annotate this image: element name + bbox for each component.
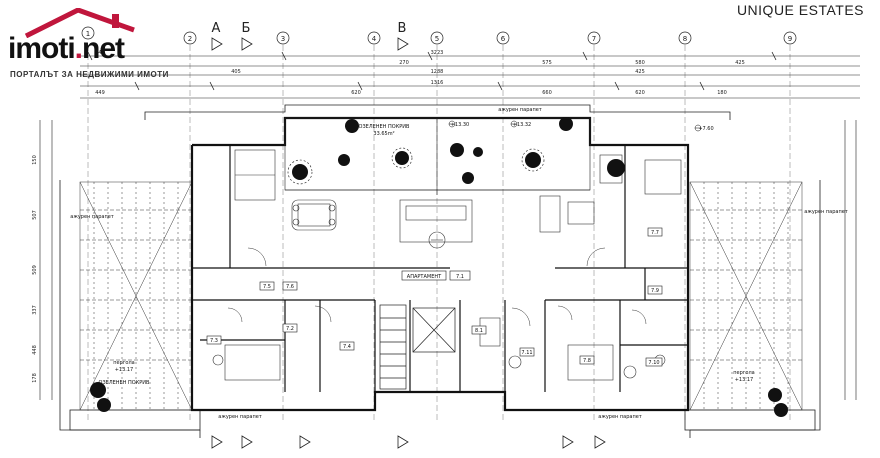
room-label: 7.2 bbox=[286, 326, 294, 332]
dim-text: 270 bbox=[399, 60, 409, 66]
axis-label-5: 5 bbox=[435, 35, 439, 43]
axis-label-9: 9 bbox=[788, 35, 792, 43]
apartment-label: АПАРТАМЕНТ bbox=[407, 274, 442, 280]
pergola-area-right: +13.17 bbox=[735, 377, 754, 383]
room-label: 7.7 bbox=[651, 230, 659, 236]
parapet-label-left: ажурен парапет bbox=[70, 214, 114, 220]
axis-label-2: 2 bbox=[188, 35, 192, 43]
green-roof-area: 33.65m² bbox=[373, 131, 394, 137]
room-label: 7.9 bbox=[651, 288, 659, 294]
apartment-number: 7.1 bbox=[456, 274, 464, 280]
section-label-v: В bbox=[398, 21, 407, 36]
dim-text: 449 bbox=[95, 90, 105, 96]
side-dim-text: 150 bbox=[32, 155, 38, 165]
axis-label-1: 1 bbox=[86, 30, 90, 38]
axis-label-7: 7 bbox=[592, 35, 596, 43]
dim-text: 580 bbox=[635, 60, 645, 66]
side-dim-text: 507 bbox=[32, 210, 38, 220]
side-dim-text: 448 bbox=[32, 345, 38, 355]
side-dim-text: 178 bbox=[32, 373, 38, 383]
dim-text: 575 bbox=[542, 60, 552, 66]
axis-label-3: 3 bbox=[281, 35, 285, 43]
watermark-text: UNIQUE ESTATES bbox=[736, 2, 864, 18]
section-label-b: Б bbox=[242, 21, 251, 36]
green-roof-label: ОЗЕЛЕНЕН ПОКРИВ bbox=[359, 124, 410, 130]
logo-tagline: ПОРТАЛЪТ ЗА НЕДВИЖИМИ ИМОТИ bbox=[10, 70, 169, 79]
room-label: 7.10 bbox=[648, 360, 659, 366]
dim-text: 620 bbox=[351, 90, 361, 96]
side-dim-text: 509 bbox=[32, 265, 38, 275]
room-label: 7.4 bbox=[343, 344, 351, 350]
dim-text: 180 bbox=[717, 90, 727, 96]
dim-text: 405 bbox=[231, 69, 241, 75]
side-dim-text: 337 bbox=[32, 305, 38, 315]
axis-label-6: 6 bbox=[501, 35, 506, 43]
logo-name: imoti bbox=[8, 32, 76, 65]
axis-label-8: 8 bbox=[683, 35, 687, 43]
room-label: 7.11 bbox=[521, 350, 532, 356]
logo-wordmark: imoti.net bbox=[8, 32, 125, 66]
level-mark: +7.60 bbox=[698, 126, 713, 132]
room-label: 7.5 bbox=[263, 284, 271, 290]
room-label: 7.6 bbox=[286, 284, 294, 290]
section-label-a: А bbox=[212, 21, 221, 36]
room-label: 7.3 bbox=[210, 338, 218, 344]
room-label: 7.8 bbox=[583, 358, 591, 364]
axis-label-4: 4 bbox=[372, 35, 377, 43]
dim-text: 620 bbox=[635, 90, 645, 96]
logo-dot: . bbox=[74, 32, 83, 65]
level-mark: +13.32 bbox=[513, 122, 532, 128]
dim-text: 3223 bbox=[431, 50, 444, 56]
level-mark: +13.30 bbox=[451, 122, 470, 128]
dim-text: 425 bbox=[735, 60, 745, 66]
pergola-label-left: пергола bbox=[113, 360, 134, 366]
parapet-label-top: ажурен парапет bbox=[498, 107, 542, 113]
parapet-label-bottom: ажурен парапет bbox=[218, 414, 262, 420]
pergola-area-left: +13.17 bbox=[115, 367, 134, 373]
parapet-label-bottom-right: ажурен парапет bbox=[598, 414, 642, 420]
dim-text: 660 bbox=[542, 90, 552, 96]
logo-tld: net bbox=[82, 32, 125, 65]
pergola-label-right: пергола bbox=[733, 370, 754, 376]
room-label: 8.1 bbox=[475, 328, 483, 334]
dim-text: 425 bbox=[635, 69, 645, 75]
green-roof-label-left: ОЗЕЛЕНЕН ПОКРИВ bbox=[99, 380, 150, 386]
imoti-logo[interactable]: imoti.net ПОРТАЛЪТ ЗА НЕДВИЖИМИ ИМОТИ bbox=[8, 8, 168, 80]
dim-text: 449 bbox=[95, 50, 105, 56]
house-roof-icon bbox=[24, 8, 135, 38]
parapet-label-right: ажурен парапет bbox=[804, 209, 848, 215]
